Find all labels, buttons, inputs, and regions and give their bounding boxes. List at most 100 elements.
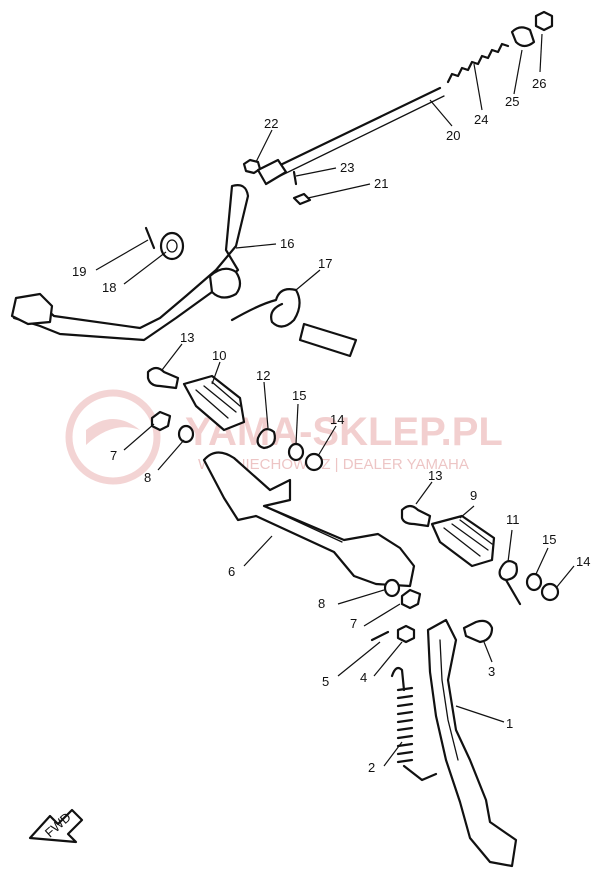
callout-24: 24 bbox=[474, 112, 488, 127]
callout-19: 19 bbox=[72, 264, 86, 279]
part-14-pin-upper bbox=[304, 452, 324, 472]
leader-25 bbox=[513, 49, 523, 95]
part-13-bolt-upper bbox=[146, 366, 180, 390]
callout-7-lower: 7 bbox=[350, 616, 357, 631]
watermark-subtitle: WÓDNIECHOW.CZ | DEALER YAMAHA bbox=[198, 456, 469, 473]
callout-17: 17 bbox=[318, 256, 332, 271]
leader-26 bbox=[539, 33, 543, 73]
leader-9 bbox=[459, 505, 475, 519]
part-5-pin bbox=[370, 630, 390, 642]
part-19-clip bbox=[144, 226, 156, 250]
part-11-spring bbox=[498, 560, 522, 606]
leader-22 bbox=[255, 129, 273, 163]
part-7-bolt-lower bbox=[400, 588, 422, 610]
leader-13b bbox=[415, 481, 433, 505]
part-10-footrest bbox=[182, 374, 246, 432]
callout-8-lower: 8 bbox=[318, 596, 325, 611]
leader-11 bbox=[507, 529, 513, 563]
part-1-sidestand-edge bbox=[439, 639, 459, 761]
callout-5: 5 bbox=[322, 674, 329, 689]
callout-1: 1 bbox=[506, 716, 513, 731]
leader-13a bbox=[161, 343, 183, 371]
part-16-pedal-foot bbox=[10, 292, 54, 326]
leader-19 bbox=[95, 239, 149, 271]
callout-21: 21 bbox=[374, 176, 388, 191]
part-10-footrest-grip bbox=[195, 381, 241, 419]
part-8-washer-left bbox=[177, 424, 195, 444]
part-26-nut bbox=[534, 10, 554, 32]
callout-20: 20 bbox=[446, 128, 460, 143]
sidestand-assembly: FWD bbox=[28, 618, 518, 868]
part-15-washer-upper bbox=[287, 442, 305, 462]
part-4-nut bbox=[396, 624, 416, 644]
callout-4: 4 bbox=[360, 670, 367, 685]
part-15-washer-lower bbox=[525, 572, 543, 592]
part-14-pin-lower bbox=[540, 582, 560, 602]
callout-10: 10 bbox=[212, 348, 226, 363]
leader-7b bbox=[363, 603, 401, 627]
part-3-bolt bbox=[462, 619, 494, 644]
part-8-washer-lower bbox=[383, 578, 401, 598]
callout-15-lower: 15 bbox=[542, 532, 556, 547]
callout-labels: 26 25 24 20 22 23 21 16 19 18 17 13 10 1… bbox=[72, 76, 590, 775]
leader-lines bbox=[95, 33, 575, 767]
part-17-spring bbox=[230, 288, 301, 328]
callout-16: 16 bbox=[280, 236, 294, 251]
leader-2 bbox=[383, 741, 403, 767]
leader-24 bbox=[473, 63, 483, 111]
callout-7-upper: 7 bbox=[110, 448, 117, 463]
part-21-bolt bbox=[292, 192, 312, 206]
leader-5 bbox=[337, 641, 381, 677]
callout-15-upper: 15 bbox=[292, 388, 306, 403]
callout-11: 11 bbox=[506, 512, 520, 527]
leader-16 bbox=[235, 243, 277, 249]
part-9-footrest-grip bbox=[443, 519, 493, 557]
footrest-assembly bbox=[146, 366, 560, 610]
callout-13-lower: 13 bbox=[428, 468, 442, 483]
part-20-rod-edge bbox=[275, 95, 445, 179]
part-12-spring bbox=[256, 428, 276, 450]
callout-25: 25 bbox=[505, 94, 519, 109]
leader-18 bbox=[123, 251, 167, 285]
fwd-arrow-icon bbox=[28, 808, 84, 844]
callout-13-upper: 13 bbox=[180, 330, 194, 345]
part-24-spring bbox=[446, 42, 510, 84]
part-16-brake-pedal bbox=[12, 184, 250, 342]
part-1-sidestand bbox=[426, 618, 518, 868]
callout-23: 23 bbox=[340, 160, 354, 175]
part-2-spring bbox=[390, 666, 438, 782]
leader-20 bbox=[429, 99, 453, 127]
leader-17 bbox=[295, 269, 321, 291]
part-20-clevis bbox=[256, 158, 288, 186]
part-18-washer-hole bbox=[166, 239, 178, 253]
leader-3 bbox=[483, 641, 493, 663]
leader-10 bbox=[211, 361, 221, 385]
callout-14-upper: 14 bbox=[330, 412, 344, 427]
callout-6: 6 bbox=[228, 564, 235, 579]
leader-15b bbox=[535, 547, 549, 575]
leader-12 bbox=[263, 381, 269, 429]
brake-rod-assembly bbox=[10, 10, 554, 358]
callout-14-lower: 14 bbox=[576, 554, 590, 569]
part-25-joint bbox=[510, 26, 536, 48]
callout-18: 18 bbox=[102, 280, 116, 295]
leader-14a bbox=[317, 425, 337, 457]
watermark-logo-icon bbox=[65, 389, 161, 485]
part-18-washer bbox=[159, 231, 185, 261]
part-9-footrest bbox=[430, 514, 496, 568]
part-6-stay-tube bbox=[267, 507, 343, 543]
callout-3: 3 bbox=[488, 664, 495, 679]
callout-8-upper: 8 bbox=[144, 470, 151, 485]
callout-22: 22 bbox=[264, 116, 278, 131]
callout-26: 26 bbox=[532, 76, 546, 91]
part-17-spring-arm bbox=[298, 322, 358, 358]
leader-8b bbox=[337, 589, 385, 605]
callout-9: 9 bbox=[470, 488, 477, 503]
leader-1 bbox=[455, 705, 505, 723]
leader-14b bbox=[555, 565, 575, 589]
leader-21 bbox=[307, 183, 371, 199]
leader-15a bbox=[295, 403, 299, 445]
part-7-bolt-left bbox=[150, 410, 172, 432]
part-16-pedal-boss bbox=[208, 267, 242, 299]
